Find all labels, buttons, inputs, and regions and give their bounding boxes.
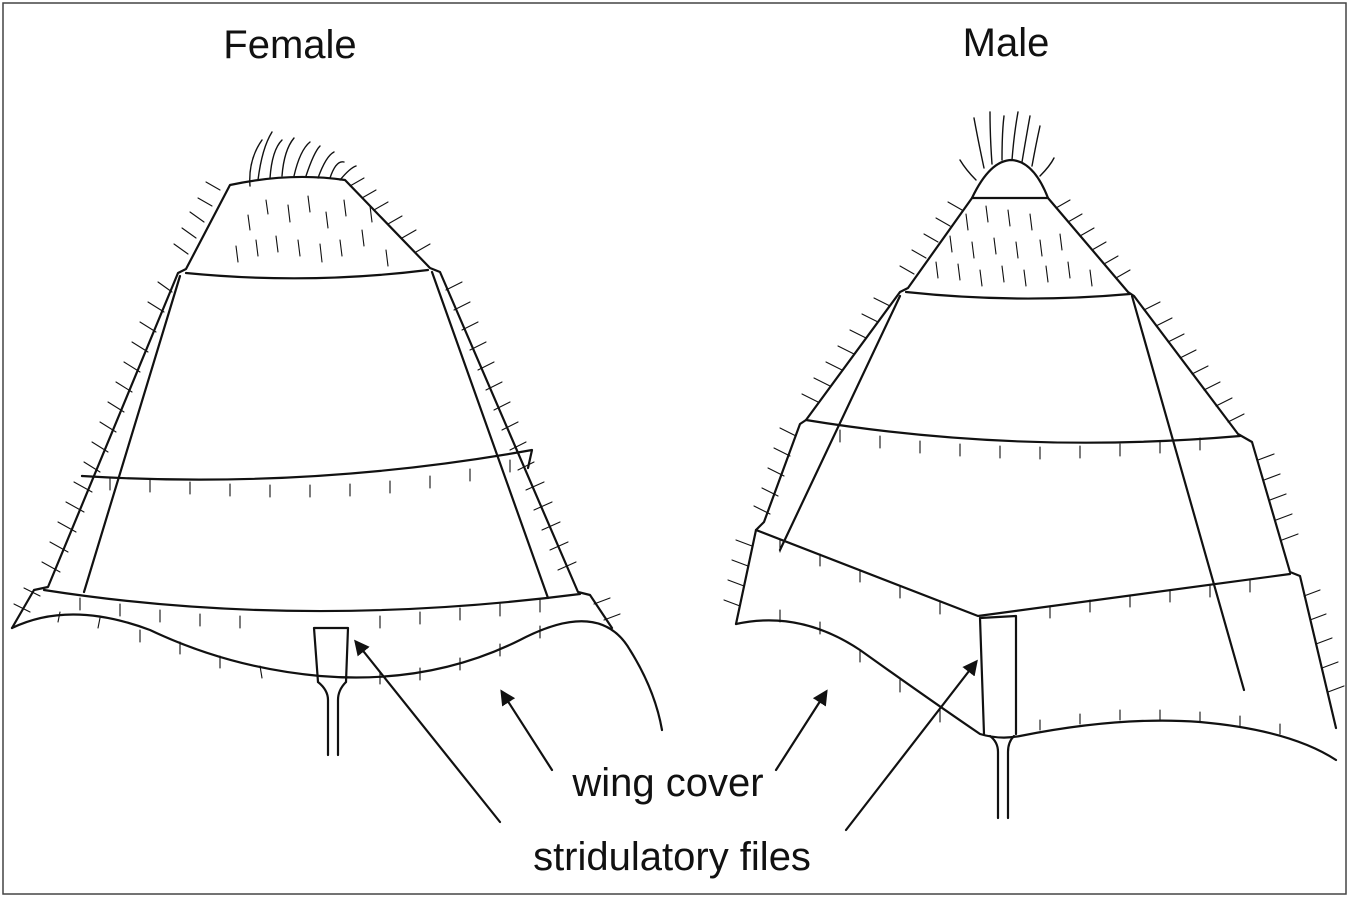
male-title: Male	[963, 21, 1050, 65]
female-abdomen	[12, 132, 662, 755]
male-lateral-right	[1132, 296, 1244, 690]
female-suture-stubble	[58, 460, 540, 684]
female-midline	[318, 682, 346, 755]
female-outline	[12, 177, 612, 628]
arrow-wing-cover-female	[502, 692, 552, 770]
female-lateral-left	[84, 276, 180, 592]
male-lateral-left	[780, 296, 900, 550]
female-lateral-right	[432, 272, 548, 598]
male-stridulatory-file	[980, 616, 1016, 734]
female-side-hairs-right	[350, 178, 620, 620]
male-abdomen	[724, 112, 1344, 818]
arrow-wing-cover-male	[776, 692, 826, 770]
female-title: Female	[223, 23, 356, 67]
male-suture-2	[806, 420, 1240, 443]
stridulatory-files-label: stridulatory files	[533, 835, 811, 879]
arrow-stridulatory-female	[356, 642, 500, 822]
male-outline	[736, 160, 1336, 728]
male-wing-cover-edge	[736, 620, 1336, 760]
female-suture-1	[186, 270, 428, 278]
wing-cover-label: wing cover	[571, 761, 763, 805]
male-tip-hairs	[960, 112, 1054, 180]
male-midline	[990, 736, 1014, 818]
female-side-hairs-left	[14, 182, 220, 612]
male-suture-1	[906, 292, 1130, 299]
female-tip-stubble	[236, 196, 388, 266]
female-stridulatory-file	[314, 628, 348, 682]
female-suture-2	[82, 450, 532, 480]
male-suture-stubble	[780, 430, 1280, 734]
male-tip-stubble	[936, 206, 1092, 286]
